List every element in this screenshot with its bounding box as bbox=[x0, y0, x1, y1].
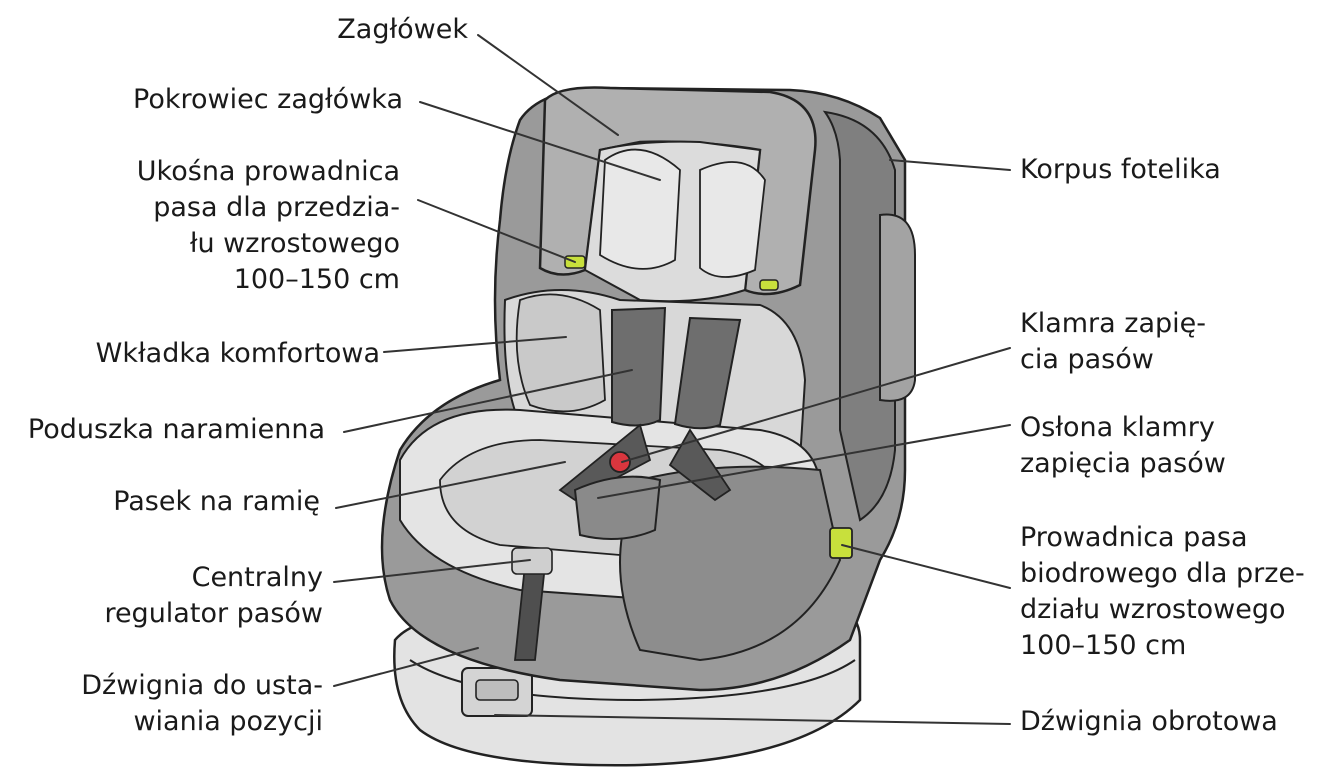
leader-ukosna bbox=[417, 199, 576, 263]
lap-guide bbox=[829, 527, 853, 559]
label-pasek-na-ramie: Pasek na ramię bbox=[113, 486, 320, 517]
label-wkladka-komfortowa: Wkładka komfortowa bbox=[95, 338, 380, 369]
leader-pasek bbox=[335, 461, 566, 509]
leader-dzwignia-pozycji bbox=[333, 647, 479, 687]
label-oslona-klamry: Osłona klamry zapięcia pasów bbox=[1020, 412, 1226, 479]
leader-klamra bbox=[621, 347, 1011, 463]
diagonal-guide-right bbox=[759, 279, 779, 291]
label-korpus-fotelika: Korpus fotelika bbox=[1020, 154, 1221, 185]
buckle-cover-shape bbox=[573, 475, 662, 540]
label-dzwignia-obrotowa: Dźwignia obrotowa bbox=[1020, 706, 1278, 737]
buckle-red-button bbox=[609, 451, 631, 473]
leader-pokrowiec bbox=[419, 101, 661, 181]
leader-zaglowek bbox=[477, 34, 619, 136]
leader-poduszka bbox=[343, 369, 633, 433]
leader-prowadnica-biodrowa bbox=[841, 544, 1011, 589]
label-ukosna-prowadnica: Ukośna prowadnica pasa dla przedzia- łu … bbox=[136, 156, 400, 295]
headrest bbox=[538, 86, 817, 303]
leader-dzwignia-obrotowa bbox=[494, 714, 1011, 725]
label-klamra-zapiecia: Klamra zapię- cia pasów bbox=[1020, 308, 1206, 375]
label-prowadnica-biodrowa: Prowadnica pasa biodrowego dla prze- dzi… bbox=[1020, 522, 1305, 661]
leader-centralny bbox=[333, 559, 531, 583]
side-wing bbox=[879, 213, 916, 402]
label-zaglowek: Zagłówek bbox=[337, 14, 468, 45]
label-pokrowiec-zaglowka: Pokrowiec zagłówka bbox=[133, 84, 403, 115]
label-dzwignia-pozycji: Dźwignia do usta- wiania pozycji bbox=[81, 670, 323, 737]
central-adjuster-shape bbox=[511, 547, 553, 575]
leader-oslona bbox=[597, 424, 1011, 499]
leader-wkladka bbox=[383, 336, 567, 353]
label-centralny-regulator: Centralny regulator pasów bbox=[104, 562, 323, 629]
shoulder-pad-right bbox=[673, 316, 742, 430]
shoulder-pad-left bbox=[611, 306, 667, 427]
harness bbox=[511, 306, 742, 661]
label-poduszka-naramienna: Poduszka naramienna bbox=[27, 414, 325, 445]
leader-korpus bbox=[889, 159, 1011, 171]
comfort-insert-shape bbox=[515, 293, 606, 413]
leader-lines bbox=[333, 34, 1011, 725]
